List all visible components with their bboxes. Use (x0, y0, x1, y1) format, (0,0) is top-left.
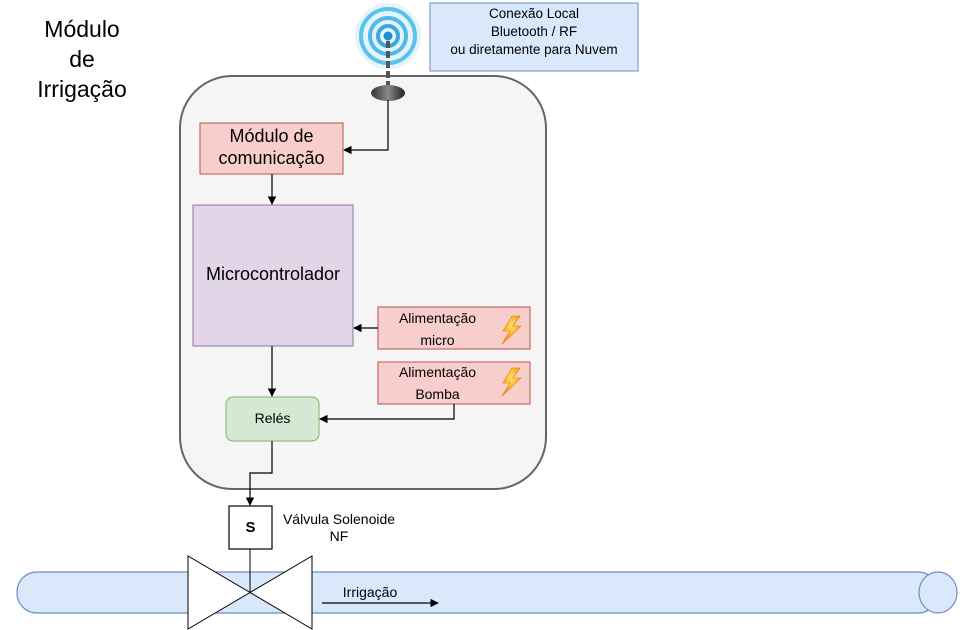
solenoid-symbol-label: S (245, 519, 256, 536)
valve-line: NF (329, 528, 349, 544)
power-pump-label: Alimentação Bomba (380, 361, 495, 405)
pipe (16, 571, 958, 614)
connection-line: ou diretamente para Nuvem (450, 42, 618, 57)
comm-module-label: Módulo de comunicação (200, 125, 343, 169)
power-pump-arrow (319, 404, 455, 424)
connection-box (429, 2, 639, 72)
power-pump-line: Bomba (415, 386, 460, 402)
comm-module-line: comunicação (218, 148, 325, 168)
connection-line: Conexão Local (488, 6, 580, 21)
title-line: Módulo (44, 16, 120, 42)
antenna-icon (355, 3, 421, 101)
comm-module-box (199, 122, 344, 175)
flow-label: Irrigação (342, 584, 398, 600)
title-line: Irrigação (37, 76, 127, 102)
title-line: de (69, 46, 95, 72)
solenoid-valve-symbol (187, 549, 313, 630)
connection-label: Conexão Local Bluetooth / RF ou diretame… (430, 5, 638, 59)
power-micro-line: micro (420, 332, 455, 348)
valve-label: Válvula Solenoide NF (274, 511, 404, 545)
lightning-icon (501, 315, 522, 345)
microcontroller-label: Microcontrolador (205, 264, 341, 284)
antenna-to-comm-arrow (343, 100, 389, 155)
power-micro-label: Alimentação micro (380, 307, 495, 351)
valve-line: Válvula Solenoide (282, 511, 396, 527)
power-micro-line: Alimentação (398, 310, 477, 326)
microcontroller-box (192, 204, 354, 347)
page-title: Módulo de Irrigação (20, 14, 144, 104)
power-pump-line: Alimentação (398, 364, 477, 380)
comm-module-line: Módulo de (229, 126, 314, 146)
relays-label: Relés (254, 410, 291, 426)
relays-to-valve-arrow (245, 441, 273, 506)
lightning-icon (501, 367, 522, 397)
connection-line: Bluetooth / RF (490, 24, 578, 39)
